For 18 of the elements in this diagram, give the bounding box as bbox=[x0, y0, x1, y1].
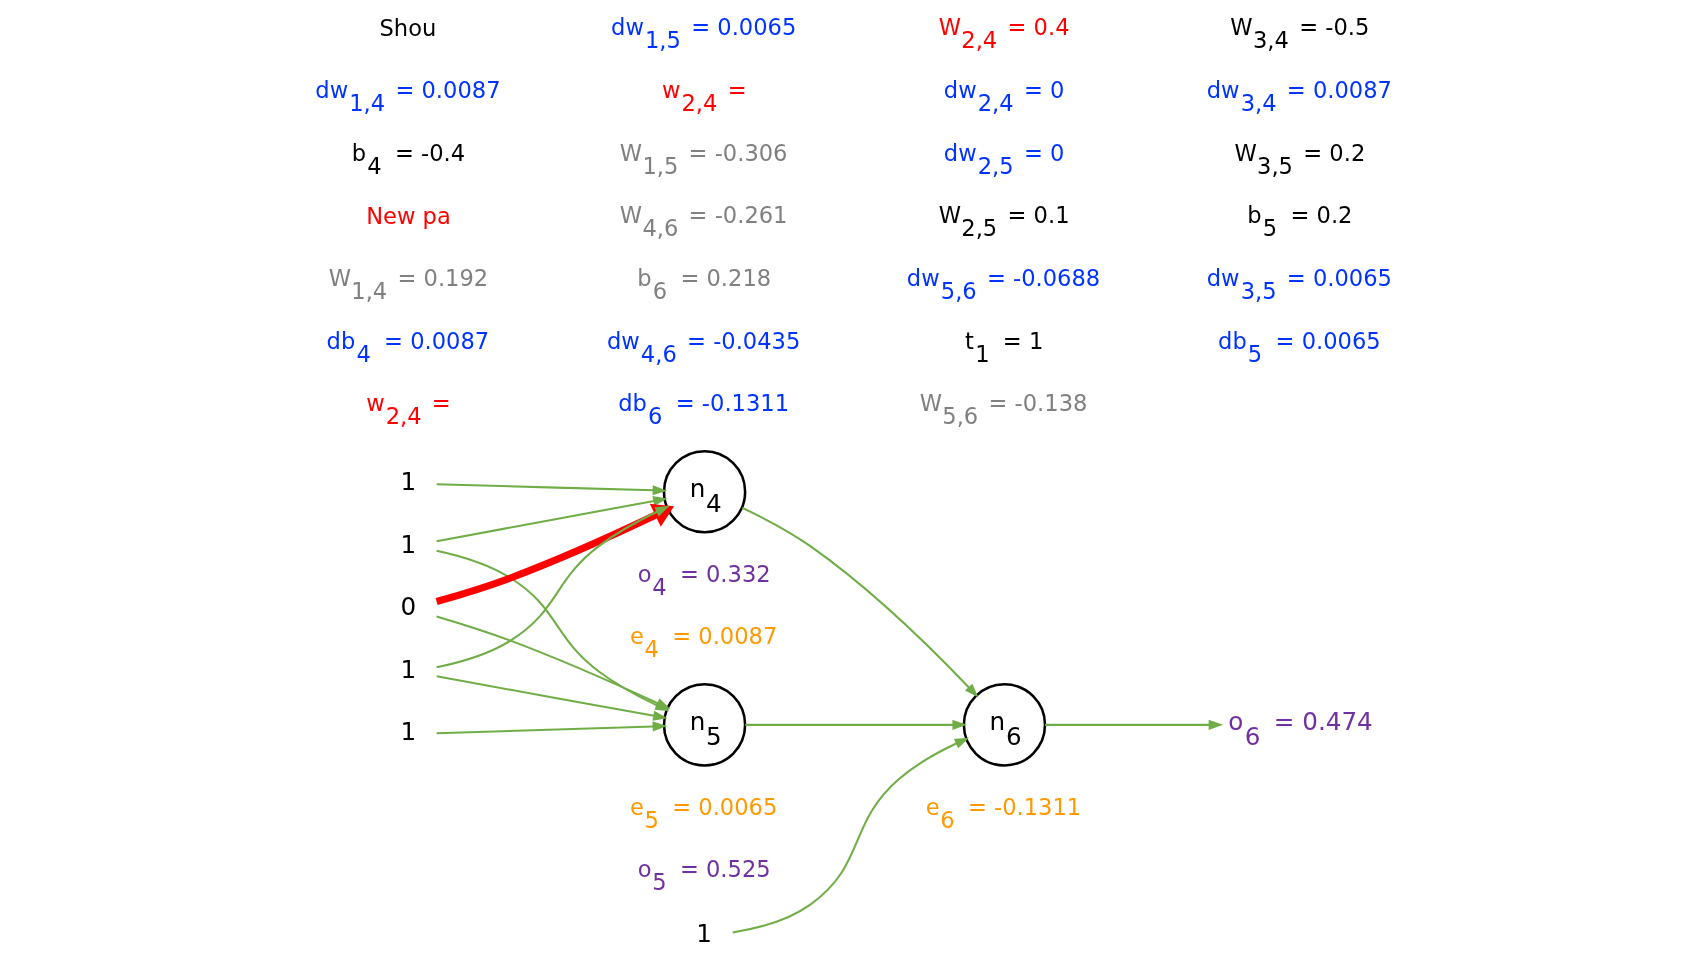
arrow bbox=[435, 496, 667, 543]
arrow bbox=[435, 675, 667, 721]
arrow bbox=[436, 483, 667, 496]
arrow bbox=[741, 506, 978, 698]
node-text: 0 bbox=[400, 592, 416, 622]
node-text: 1 bbox=[400, 717, 416, 747]
node-text: 1 bbox=[400, 654, 416, 684]
label: New pa bbox=[365, 203, 451, 230]
arrow bbox=[1044, 719, 1223, 730]
arrow bbox=[436, 721, 667, 735]
arrow bbox=[435, 503, 674, 606]
label: Shou bbox=[379, 15, 436, 42]
node-text: 1 bbox=[400, 529, 416, 559]
arrow bbox=[732, 737, 969, 934]
arrow bbox=[435, 505, 670, 669]
arrow bbox=[744, 719, 967, 730]
node-text: 1 bbox=[695, 918, 712, 948]
node-text: 1 bbox=[400, 466, 416, 496]
